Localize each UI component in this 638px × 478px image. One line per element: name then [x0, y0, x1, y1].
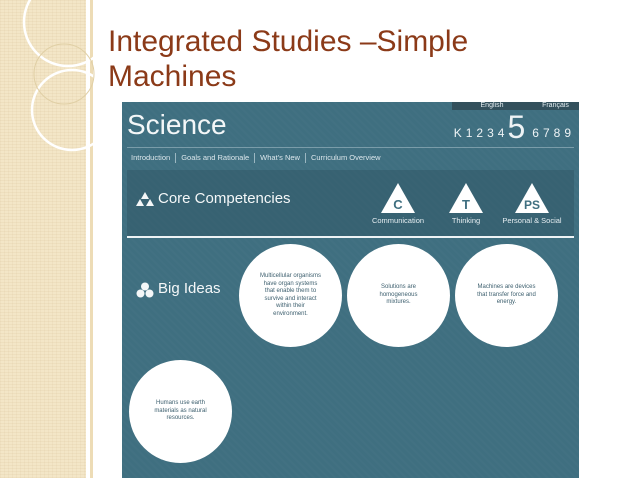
site-title: Science — [127, 109, 227, 140]
competency-personal-social[interactable]: PS Personal & Social — [497, 182, 567, 226]
circles-icon — [136, 282, 154, 298]
decorative-band-edge — [86, 0, 90, 478]
competency-label: Communication — [371, 216, 425, 225]
grade-selector: K 1 2 3 4 5 6 7 8 9 — [450, 109, 571, 145]
big-idea-circle[interactable]: Machines are devices that transfer force… — [455, 244, 558, 347]
section-divider — [127, 236, 574, 238]
header-divider — [127, 147, 574, 148]
thinking-triangle-icon: T — [449, 183, 483, 213]
competency-communication[interactable]: C Communication — [363, 182, 433, 226]
grade-7[interactable]: 7 — [542, 126, 550, 140]
grade-9[interactable]: 9 — [564, 126, 571, 140]
competency-letter-c: C — [393, 197, 403, 212]
nav-whats-new[interactable]: What's New — [254, 153, 305, 163]
competency-label: Thinking — [451, 216, 481, 225]
core-competencies-title: Core Competencies — [158, 190, 291, 207]
language-tab-french[interactable]: Français — [532, 102, 579, 110]
grade-1[interactable]: 1 — [465, 126, 473, 140]
personal-social-triangle-icon: PS — [515, 183, 549, 213]
section-nav: Introduction Goals and Rationale What's … — [127, 153, 386, 163]
decorative-side-band — [0, 0, 86, 478]
big-ideas-title: Big Ideas — [158, 280, 221, 297]
big-idea-circle[interactable]: Solutions are homogeneous mixtures. — [347, 244, 450, 347]
competency-letter-t: T — [462, 197, 470, 212]
big-idea-circle[interactable]: Multicellular organisms have organ syste… — [239, 244, 342, 347]
slide-title-line-1: Integrated Studies –Simple — [108, 25, 469, 58]
nav-introduction[interactable]: Introduction — [131, 153, 171, 162]
slide-title-line-2: Machines — [108, 60, 237, 93]
grade-4[interactable]: 4 — [497, 126, 505, 140]
grade-6[interactable]: 6 — [532, 126, 539, 140]
decorative-band-edge-inner — [90, 0, 93, 478]
grade-3[interactable]: 3 — [487, 126, 494, 140]
triangles-icon — [136, 192, 154, 206]
nav-goals-and-rationale[interactable]: Goals and Rationale — [175, 153, 254, 163]
competency-letters-ps: PS — [524, 198, 540, 212]
big-idea-text: Solutions are homogeneous mixtures. — [379, 284, 418, 306]
big-idea-text: Multicellular organisms have organ syste… — [259, 273, 322, 317]
curriculum-website-panel: English Français Science K 1 2 3 4 5 6 7… — [122, 102, 579, 478]
communication-triangle-icon: C — [381, 183, 415, 213]
nav-curriculum-overview[interactable]: Curriculum Overview — [304, 153, 386, 163]
grade-k[interactable]: K — [453, 126, 462, 140]
big-idea-circle[interactable]: Humans use earth materials as natural re… — [129, 360, 232, 463]
slide-title: Integrated Studies –Simple Machines — [108, 24, 608, 94]
grade-2[interactable]: 2 — [476, 126, 484, 140]
competency-label: Personal & Social — [502, 216, 562, 225]
big-idea-text: Machines are devices that transfer force… — [477, 284, 536, 306]
competency-thinking[interactable]: T Thinking — [431, 182, 501, 226]
decorative-rings — [22, 0, 110, 152]
grade-5-current[interactable]: 5 — [507, 109, 526, 145]
big-idea-text: Humans use earth materials as natural re… — [154, 400, 207, 422]
language-tab-english[interactable]: English — [452, 102, 532, 110]
grade-8[interactable]: 8 — [553, 126, 561, 140]
core-competencies-band — [127, 170, 574, 236]
